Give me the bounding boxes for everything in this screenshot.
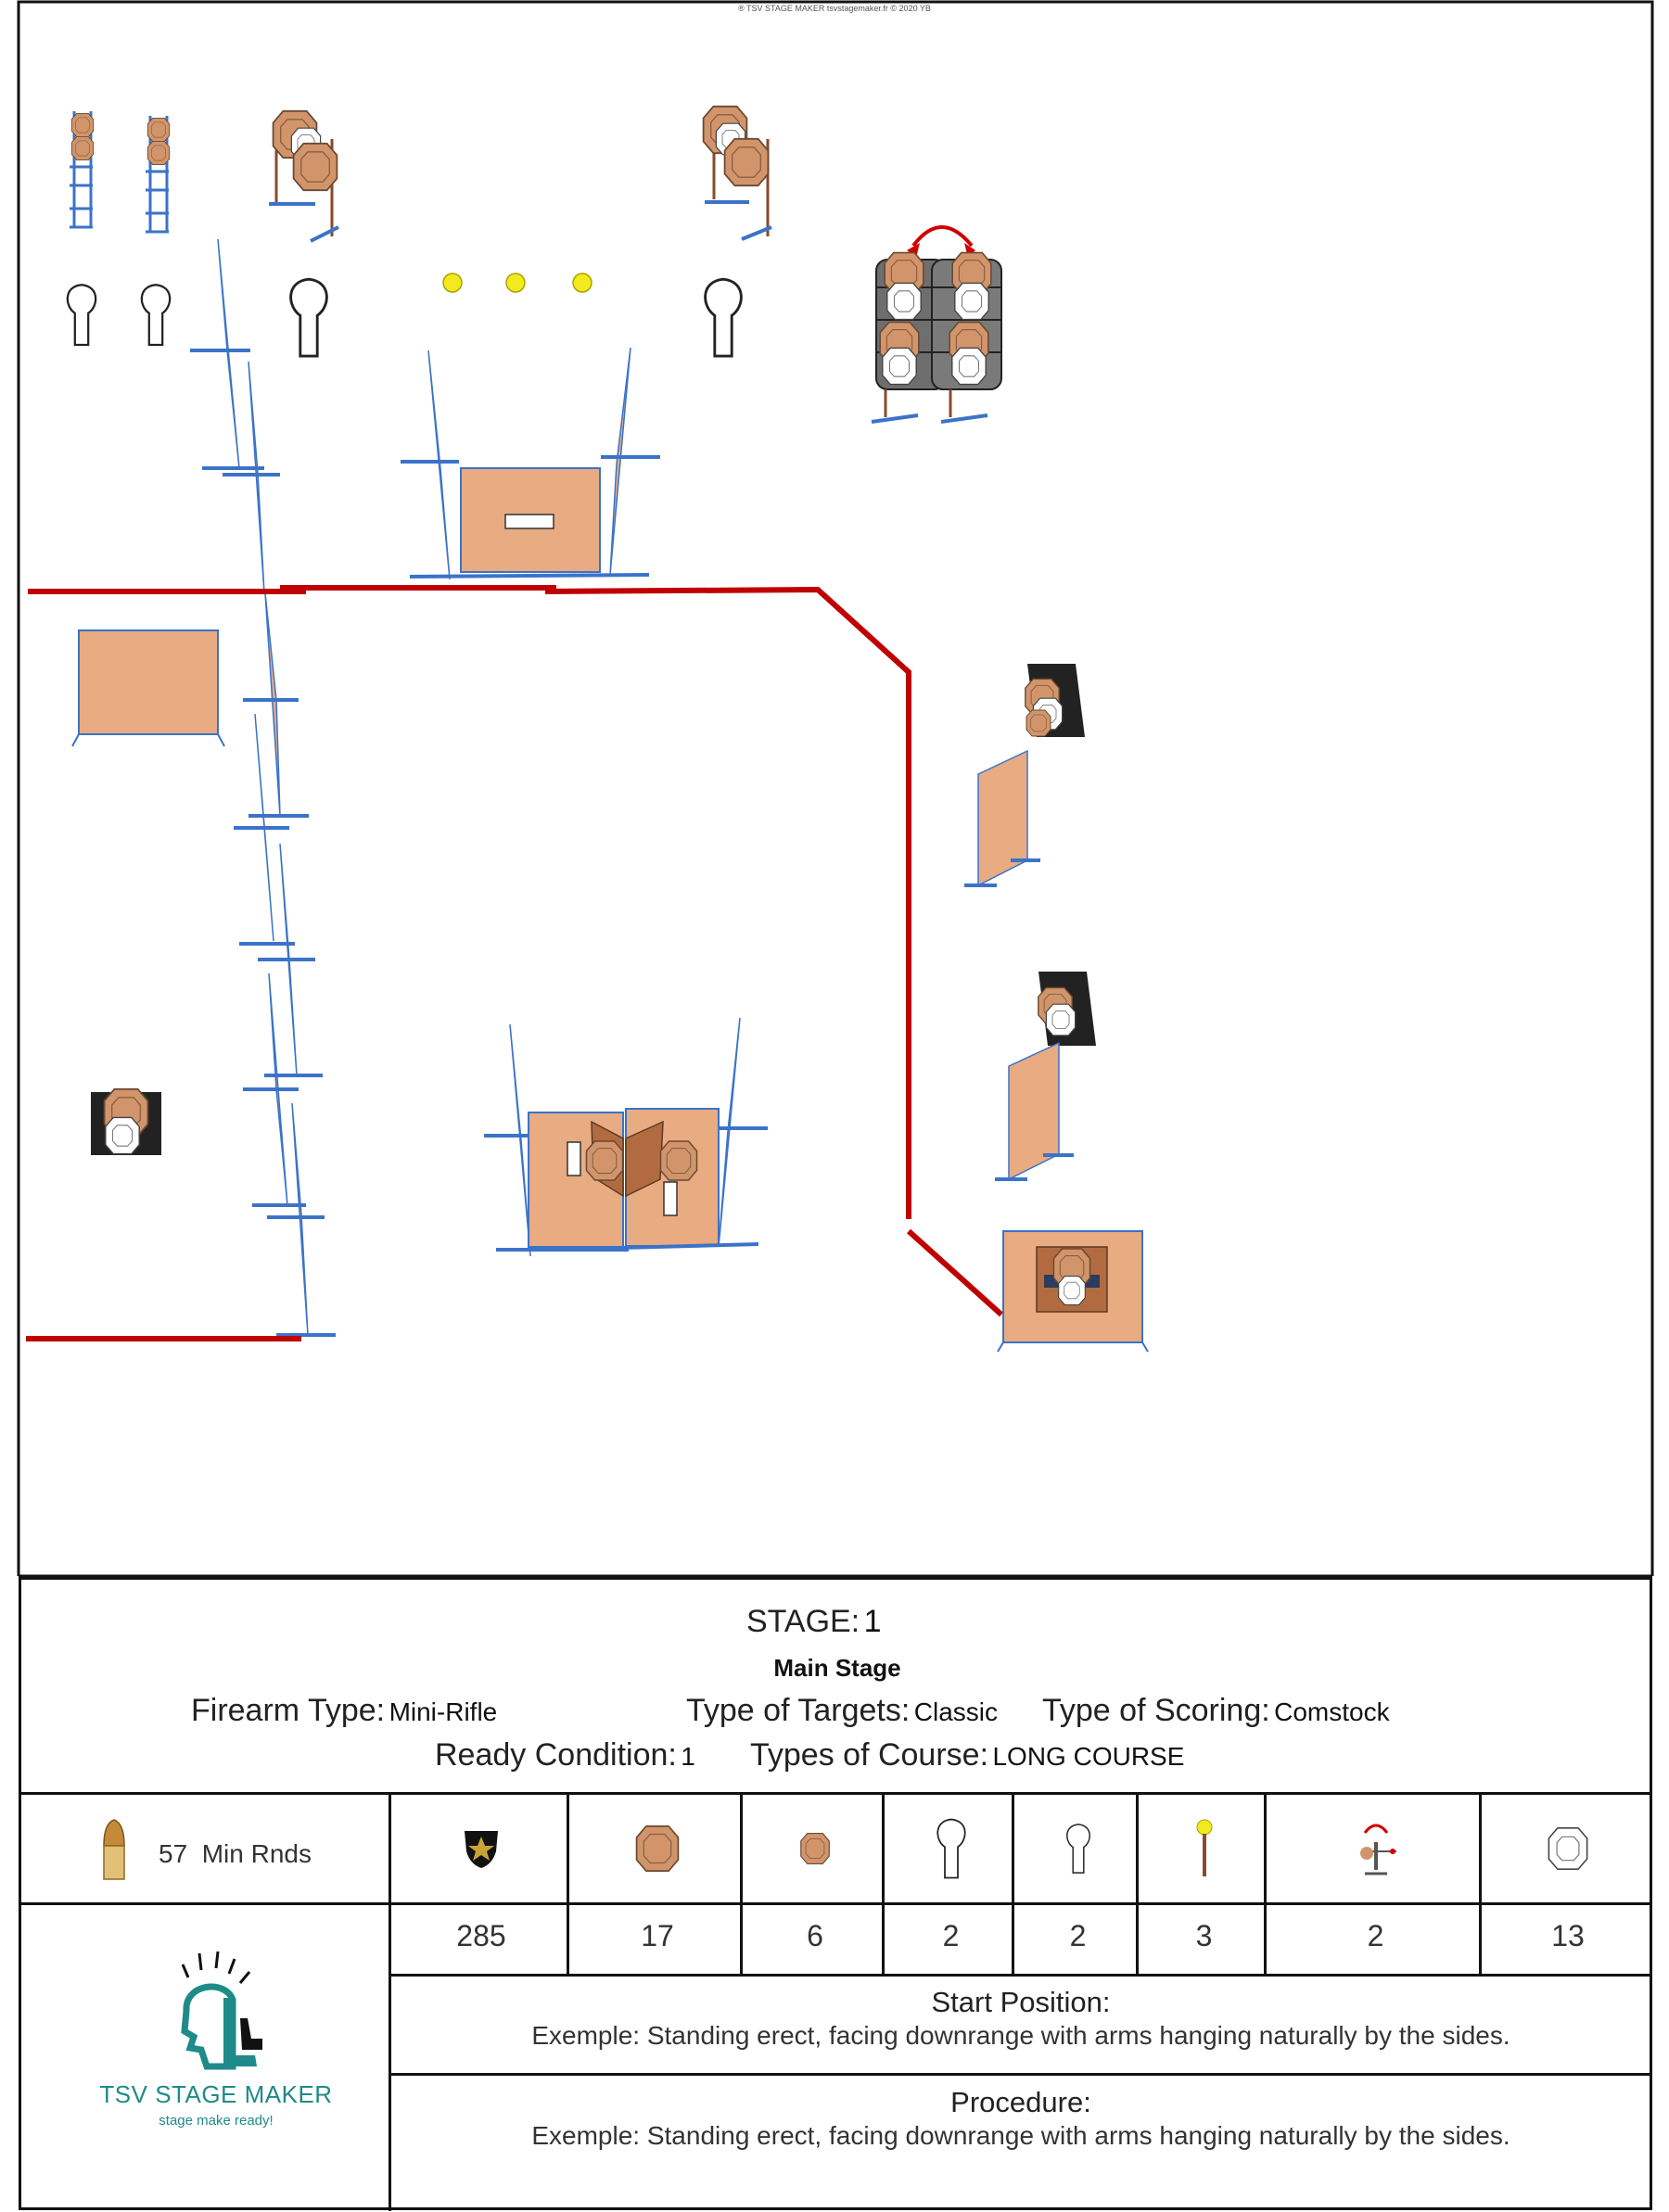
steel-plate-icon — [1141, 1795, 1267, 1902]
steel-plate — [572, 273, 592, 293]
target-count-value: 13 — [1551, 1919, 1585, 1952]
panel-bottom-right — [997, 1230, 1149, 1353]
target-stand-3 — [269, 109, 339, 243]
swinger-tire-stack — [871, 225, 1002, 424]
target-count-value: 6 — [807, 1919, 823, 1952]
steel-plate — [505, 273, 526, 293]
no-shoot-target-icon — [1484, 1795, 1651, 1902]
procedure-text: Exemple: Standing erect, facing downrang… — [531, 2121, 1510, 2150]
window-barricade-top — [401, 347, 660, 580]
wall-right-lower — [995, 1041, 1074, 1181]
target-right-upper — [1025, 664, 1085, 737]
scoring-type: Type of Scoring: Comstock — [1042, 1693, 1390, 1729]
wall-column-left — [190, 238, 336, 1337]
copyright-text: ® TSV STAGE MAKER tsvstagemaker.fr © 202… — [738, 4, 931, 13]
target-stand-1 — [70, 111, 95, 229]
stage-map: ® TSV STAGE MAKER tsvstagemaker.fr © 202… — [17, 0, 1654, 1576]
popper-small-2 — [140, 284, 172, 347]
popper-large-1 — [289, 277, 328, 358]
firearm-type: Firearm Type: Mini-Rifle — [191, 1693, 497, 1729]
stage-heading: STAGE: 1 — [746, 1604, 882, 1640]
course-type: Types of Course: LONG COURSE — [750, 1737, 1184, 1773]
min-rounds: 57 Min Rnds — [159, 1839, 312, 1869]
target-hard-cover-left — [91, 1087, 161, 1155]
panel-left — [71, 629, 225, 747]
steel-popper-small-icon — [1017, 1795, 1139, 1902]
ready-value: 1 — [681, 1742, 695, 1771]
popper-small-1 — [66, 284, 97, 347]
target-count-value: 285 — [456, 1919, 506, 1952]
target-count-value: 2 — [942, 1919, 960, 1952]
scoring-value: Comstock — [1274, 1697, 1390, 1726]
course-label: Types of Course: — [750, 1737, 989, 1773]
target-count-value: 3 — [1195, 1919, 1213, 1952]
scoring-label: Type of Scoring: — [1042, 1693, 1270, 1728]
fault-lines — [26, 585, 1004, 1341]
logo-brand-text: TSV STAGE MAKER — [99, 2080, 333, 2108]
firearm-value: Mini-Rifle — [389, 1697, 498, 1726]
mini-paper-target-icon — [745, 1795, 885, 1902]
ready-condition: Ready Condition: 1 — [435, 1737, 695, 1773]
stage-name: Main Stage — [773, 1654, 901, 1682]
target-stand-4 — [702, 105, 772, 241]
start-position-title: Start Position: — [931, 1986, 1111, 2018]
targets-label: Type of Targets: — [686, 1693, 911, 1728]
course-value: LONG COURSE — [992, 1742, 1185, 1771]
stage-info-sheet: STAGE: 1 Main Stage Firearm Type: Mini-R… — [19, 1576, 1652, 2211]
brand-logo: TSV STAGE MAKER stage make ready! — [86, 1946, 346, 2168]
stage-number: 1 — [863, 1604, 882, 1639]
rounds-label: Min Rnds — [201, 1839, 312, 1868]
paper-target-icon — [572, 1795, 743, 1902]
target-type: Type of Targets: Classic — [686, 1693, 998, 1729]
firearm-label: Firearm Type: — [191, 1693, 386, 1728]
popper-large-2 — [704, 277, 743, 358]
wall-right-upper — [964, 749, 1040, 887]
target-count-value: 2 — [1367, 1919, 1384, 1952]
start-position-text: Exemple: Standing erect, facing downrang… — [531, 2021, 1510, 2050]
procedure-title: Procedure: — [950, 2086, 1091, 2118]
steel-plate — [442, 273, 463, 293]
ready-label: Ready Condition: — [435, 1737, 677, 1773]
targets-value: Classic — [913, 1697, 998, 1726]
swinger-target-icon — [1269, 1795, 1482, 1902]
steel-popper-large-icon — [887, 1795, 1014, 1902]
stage-label: STAGE: — [746, 1604, 860, 1639]
target-count-value: 2 — [1069, 1919, 1087, 1952]
barricade-centre — [484, 1017, 768, 1257]
logo-tagline: stage make ready! — [159, 2113, 274, 2129]
logo-mark-icon — [181, 1951, 262, 2070]
points-badge-icon — [393, 1795, 569, 1902]
target-stand-2 — [146, 116, 171, 234]
target-count-value: 17 — [641, 1919, 674, 1952]
target-right-lower — [1038, 972, 1096, 1046]
rounds-count: 57 — [159, 1839, 188, 1868]
bullet-icon — [96, 1813, 133, 1888]
